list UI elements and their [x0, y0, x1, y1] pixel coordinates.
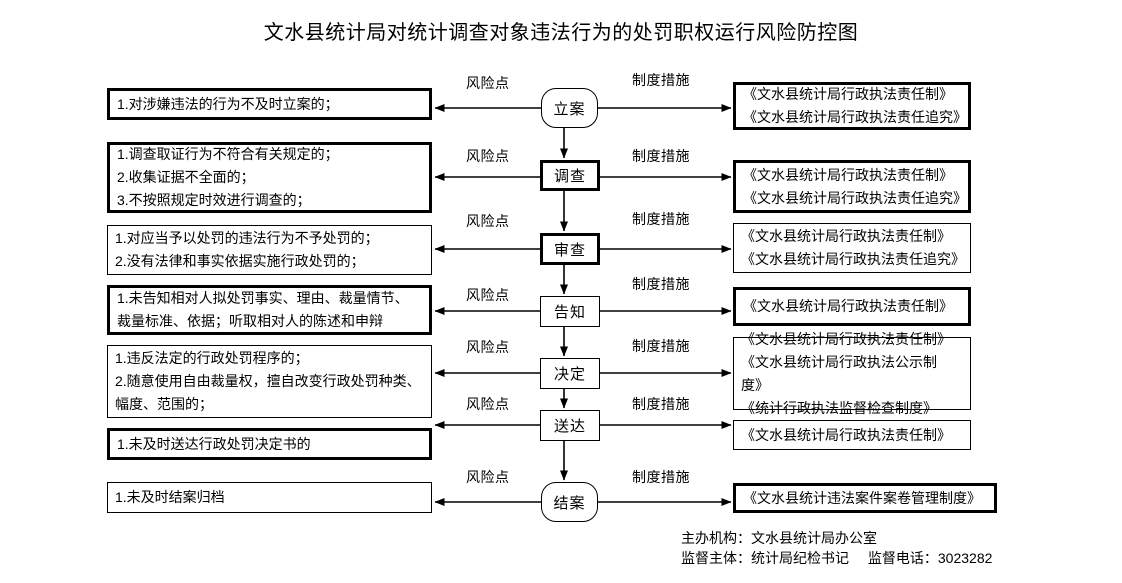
organizer-line: 主办机构：文水县统计局办公室 [681, 530, 877, 546]
risk-point-label: 风险点 [466, 213, 510, 229]
risk-point-label: 风险点 [466, 469, 510, 485]
flow-node-decision: 决定 [540, 358, 600, 389]
measure-label: 制度措施 [632, 396, 690, 412]
phone-text: 监督电话：3023282 [867, 550, 993, 566]
measure-label: 制度措施 [632, 276, 690, 292]
measure-box-delivery: 《文水县统计局行政执法责任制》 [733, 420, 971, 450]
flow-node-delivery: 送达 [540, 410, 600, 441]
risk-point-label: 风险点 [466, 287, 510, 303]
flow-node-notification: 告知 [540, 296, 600, 327]
measure-label: 制度措施 [632, 338, 690, 354]
risk-box-review: 1.对应当予以处罚的违法行为不予处罚的； 2.没有法律和事实依据实施行政处罚的； [107, 225, 432, 275]
measure-box-review: 《文水县统计局行政执法责任制》 《文水县统计局行政执法责任追究》 [733, 223, 971, 273]
supervisor-line: 监督主体：统计局纪检书记 监督电话：3023282 [681, 548, 992, 568]
supervisor-text: 监督主体：统计局纪检书记 [681, 550, 849, 566]
flow-node-investigation: 调查 [540, 160, 600, 191]
measure-box-closing: 《文水县统计违法案件案卷管理制度》 [733, 483, 997, 513]
flow-node-review: 审查 [540, 233, 600, 265]
measure-box-notification: 《文水县统计局行政执法责任制》 [733, 287, 971, 326]
measure-box-decision: 《文水县统计局行政执法责任制》 《文水县统计局行政执法公示制度》 《统计行政执法… [733, 331, 971, 416]
measure-box-investigation: 《文水县统计局行政执法责任制》 《文水县统计局行政执法责任追究》 [733, 160, 971, 213]
risk-box-notification: 1.未告知相对人拟处罚事实、理由、裁量情节、裁量标准、依据；听取相对人的陈述和申… [107, 285, 432, 335]
measure-label: 制度措施 [632, 72, 690, 88]
measure-label: 制度措施 [632, 148, 690, 164]
risk-box-filing: 1.对涉嫌违法的行为不及时立案的； [107, 88, 432, 120]
diagram-title: 文水县统计局对统计调查对象违法行为的处罚职权运行风险防控图 [263, 22, 859, 44]
risk-point-label: 风险点 [466, 339, 510, 355]
risk-point-label: 风险点 [466, 75, 510, 91]
risk-box-decision: 1.违反法定的行政处罚程序的； 2.随意使用自由裁量权，擅自改变行政处罚种类、幅… [107, 345, 432, 418]
risk-point-label: 风险点 [466, 396, 510, 412]
flow-node-closing: 结案 [541, 482, 598, 522]
risk-point-label: 风险点 [466, 148, 510, 164]
risk-box-delivery: 1.未及时送达行政处罚决定书的 [107, 428, 432, 460]
risk-box-investigation: 1.调查取证行为不符合有关规定的； 2.收集证据不全面的； 3.不按照规定时效进… [107, 142, 432, 213]
measure-label: 制度措施 [632, 211, 690, 227]
flow-node-filing: 立案 [541, 88, 598, 128]
measure-box-filing: 《文水县统计局行政执法责任制》 《文水县统计局行政执法责任追究》 [733, 82, 971, 130]
risk-box-closing: 1.未及时结案归档 [107, 482, 432, 513]
measure-label: 制度措施 [632, 469, 690, 485]
